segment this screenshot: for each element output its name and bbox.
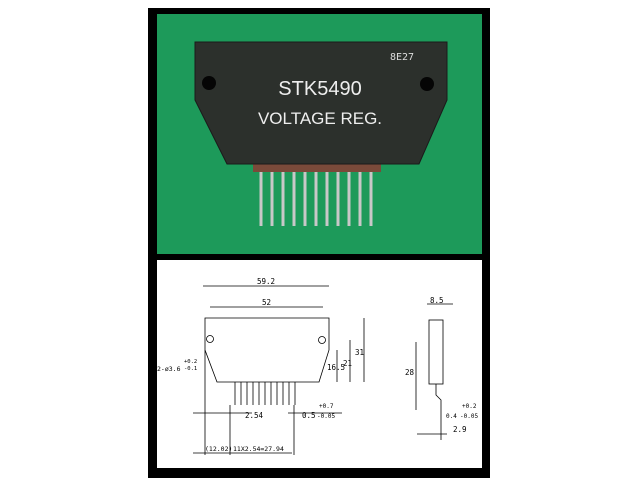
dim-height-16-5: 16.5 (327, 363, 345, 372)
part-description: VOLTAGE REG. (258, 109, 382, 128)
ic-body (194, 41, 448, 165)
dim-lead-tol-plus: +0.2 (462, 403, 477, 410)
mounting-hole-left (202, 76, 216, 90)
dim-pin-total: 11X2.54=27.94 (233, 445, 284, 453)
dim-pin-span: (12.02) (205, 445, 232, 453)
dim-hole-tol-minus: -0.1 (184, 366, 197, 372)
side-view-body (428, 319, 444, 385)
dim-pin-pitch: 2.54 (245, 411, 264, 420)
dim-hole-tol-plus: +0.2 (184, 359, 197, 365)
product-photo: 8E27 STK5490 VOLTAGE REG. (157, 14, 482, 254)
dim-lead-tol-minus: -0.05 (460, 413, 478, 420)
dim-pin-width: 0.5 (302, 411, 316, 420)
dim-pin-tol-minus: -0.05 (317, 413, 335, 420)
dim-lead-offset: 2.9 (453, 425, 467, 434)
mounting-hole-right (420, 77, 434, 91)
dim-pin-tol-plus: +0.7 (319, 403, 334, 410)
ic-pins (259, 164, 373, 226)
dim-height-total: 31 (355, 348, 364, 357)
dim-hole-label: 2-ø3.6 (157, 365, 181, 373)
front-view-pins (234, 382, 296, 405)
dim-side-height: 28 (405, 368, 415, 377)
date-code: 8E27 (390, 52, 414, 63)
front-view-body (204, 317, 330, 383)
dim-thickness: 8.5 (430, 296, 444, 305)
dim-lead-thickness: 0.4 (446, 413, 457, 420)
dim-overall-width: 59.2 (257, 277, 275, 286)
dimension-drawing: 59.2 52 31 21 16.5 2-ø3.6 +0.2 -0.1 2.54… (157, 260, 482, 468)
part-number: STK5490 (278, 78, 361, 100)
dim-height-21: 21 (343, 359, 352, 368)
dim-hole-pitch: 52 (262, 298, 271, 307)
